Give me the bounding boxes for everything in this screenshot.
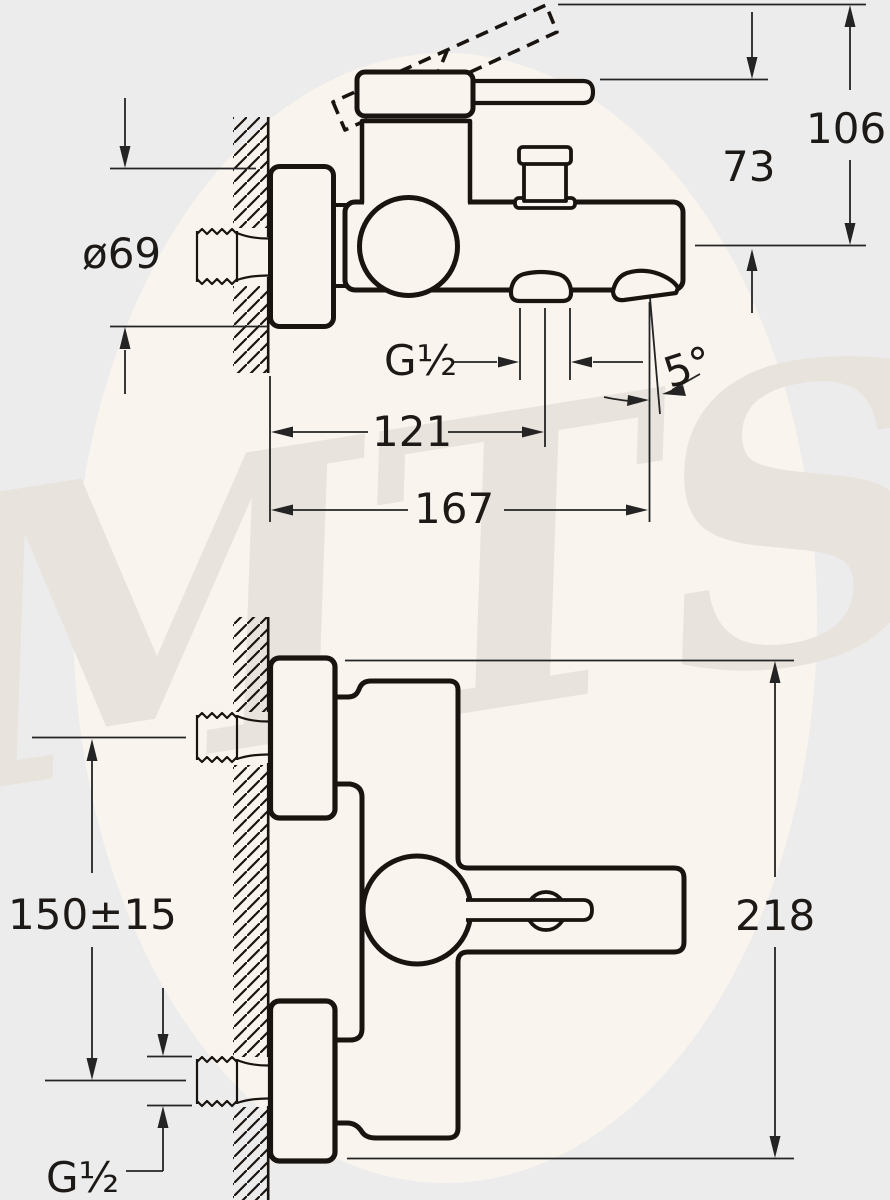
- thread-top: [196, 1055, 238, 1064]
- raised-handle-outline: [331, 3, 559, 132]
- side-view: ø69 106 73 G½ 5°: [82, 3, 886, 533]
- dim-total-height: 106: [558, 3, 886, 247]
- label-lever-height: 73: [722, 142, 775, 191]
- label-front-total-height: 218: [735, 891, 815, 940]
- thread-ends: [195, 715, 239, 760]
- dim-front-total-height: 218: [345, 659, 815, 1160]
- knob-circle-front: [360, 853, 474, 967]
- lower-inlet-pipe: [195, 1055, 269, 1108]
- wall-hatch: [233, 617, 268, 712]
- thread-top: [196, 711, 238, 720]
- wall-hatch: [233, 117, 268, 228]
- inlet-pipe: [195, 227, 269, 286]
- handle-lever-front: [466, 898, 594, 922]
- label-flange-diameter: ø69: [82, 229, 161, 278]
- pipe-taper: [236, 1058, 269, 1105]
- diverter-connector: [513, 145, 577, 210]
- wall-section: [233, 617, 270, 1200]
- thread-top: [196, 227, 238, 236]
- upper-inlet-pipe: [195, 711, 269, 764]
- label-total-depth: 167: [414, 484, 494, 533]
- knob-circle: [357, 195, 460, 298]
- diverter-cap: [517, 145, 573, 166]
- handle-lever: [462, 78, 596, 106]
- raised-handle-base-edge: [430, 50, 449, 88]
- column-edges: [359, 118, 473, 203]
- dim-outlet-thread: G½: [384, 308, 643, 447]
- upper-wall-flange: [267, 655, 338, 821]
- dim-total-depth: 167: [271, 302, 651, 533]
- wall-hatch: [233, 1107, 268, 1200]
- thread-ends: [195, 1059, 239, 1104]
- label-inlet-spacing: 150±15: [8, 890, 177, 939]
- wall-hatch: [233, 765, 268, 1057]
- spout-outlet: [610, 268, 681, 303]
- wall-flange: [268, 164, 336, 329]
- thread-bottom: [196, 755, 238, 764]
- label-inlet-thread: G½: [46, 1153, 119, 1200]
- thread-ends: [195, 231, 239, 282]
- pipe-taper: [236, 231, 269, 282]
- shower-outlet: [508, 269, 574, 304]
- dim-inlet-spacing: 150±15: [8, 736, 186, 1082]
- dim-flange-diameter: ø69: [82, 98, 268, 394]
- handle-base: [354, 69, 476, 119]
- flange-neck: [333, 203, 347, 288]
- label-outlet-offset: 121: [372, 407, 452, 456]
- lower-wall-flange: [267, 998, 338, 1164]
- dim-outlet-offset: 121: [269, 376, 544, 522]
- label-total-height: 106: [806, 104, 886, 153]
- pipe-taper: [236, 714, 269, 761]
- thread-bottom: [196, 277, 238, 286]
- thread-bottom: [196, 1099, 238, 1108]
- diverter-body: [522, 159, 568, 203]
- label-outlet-thread: G½: [384, 336, 457, 385]
- dim-inlet-thread: G½: [46, 988, 192, 1200]
- lever-raised-dashed: [331, 3, 559, 132]
- front-view: 150±15 G½ 218: [8, 617, 815, 1200]
- wall-hatch: [233, 286, 268, 373]
- dim-lever-height: 73: [600, 12, 775, 313]
